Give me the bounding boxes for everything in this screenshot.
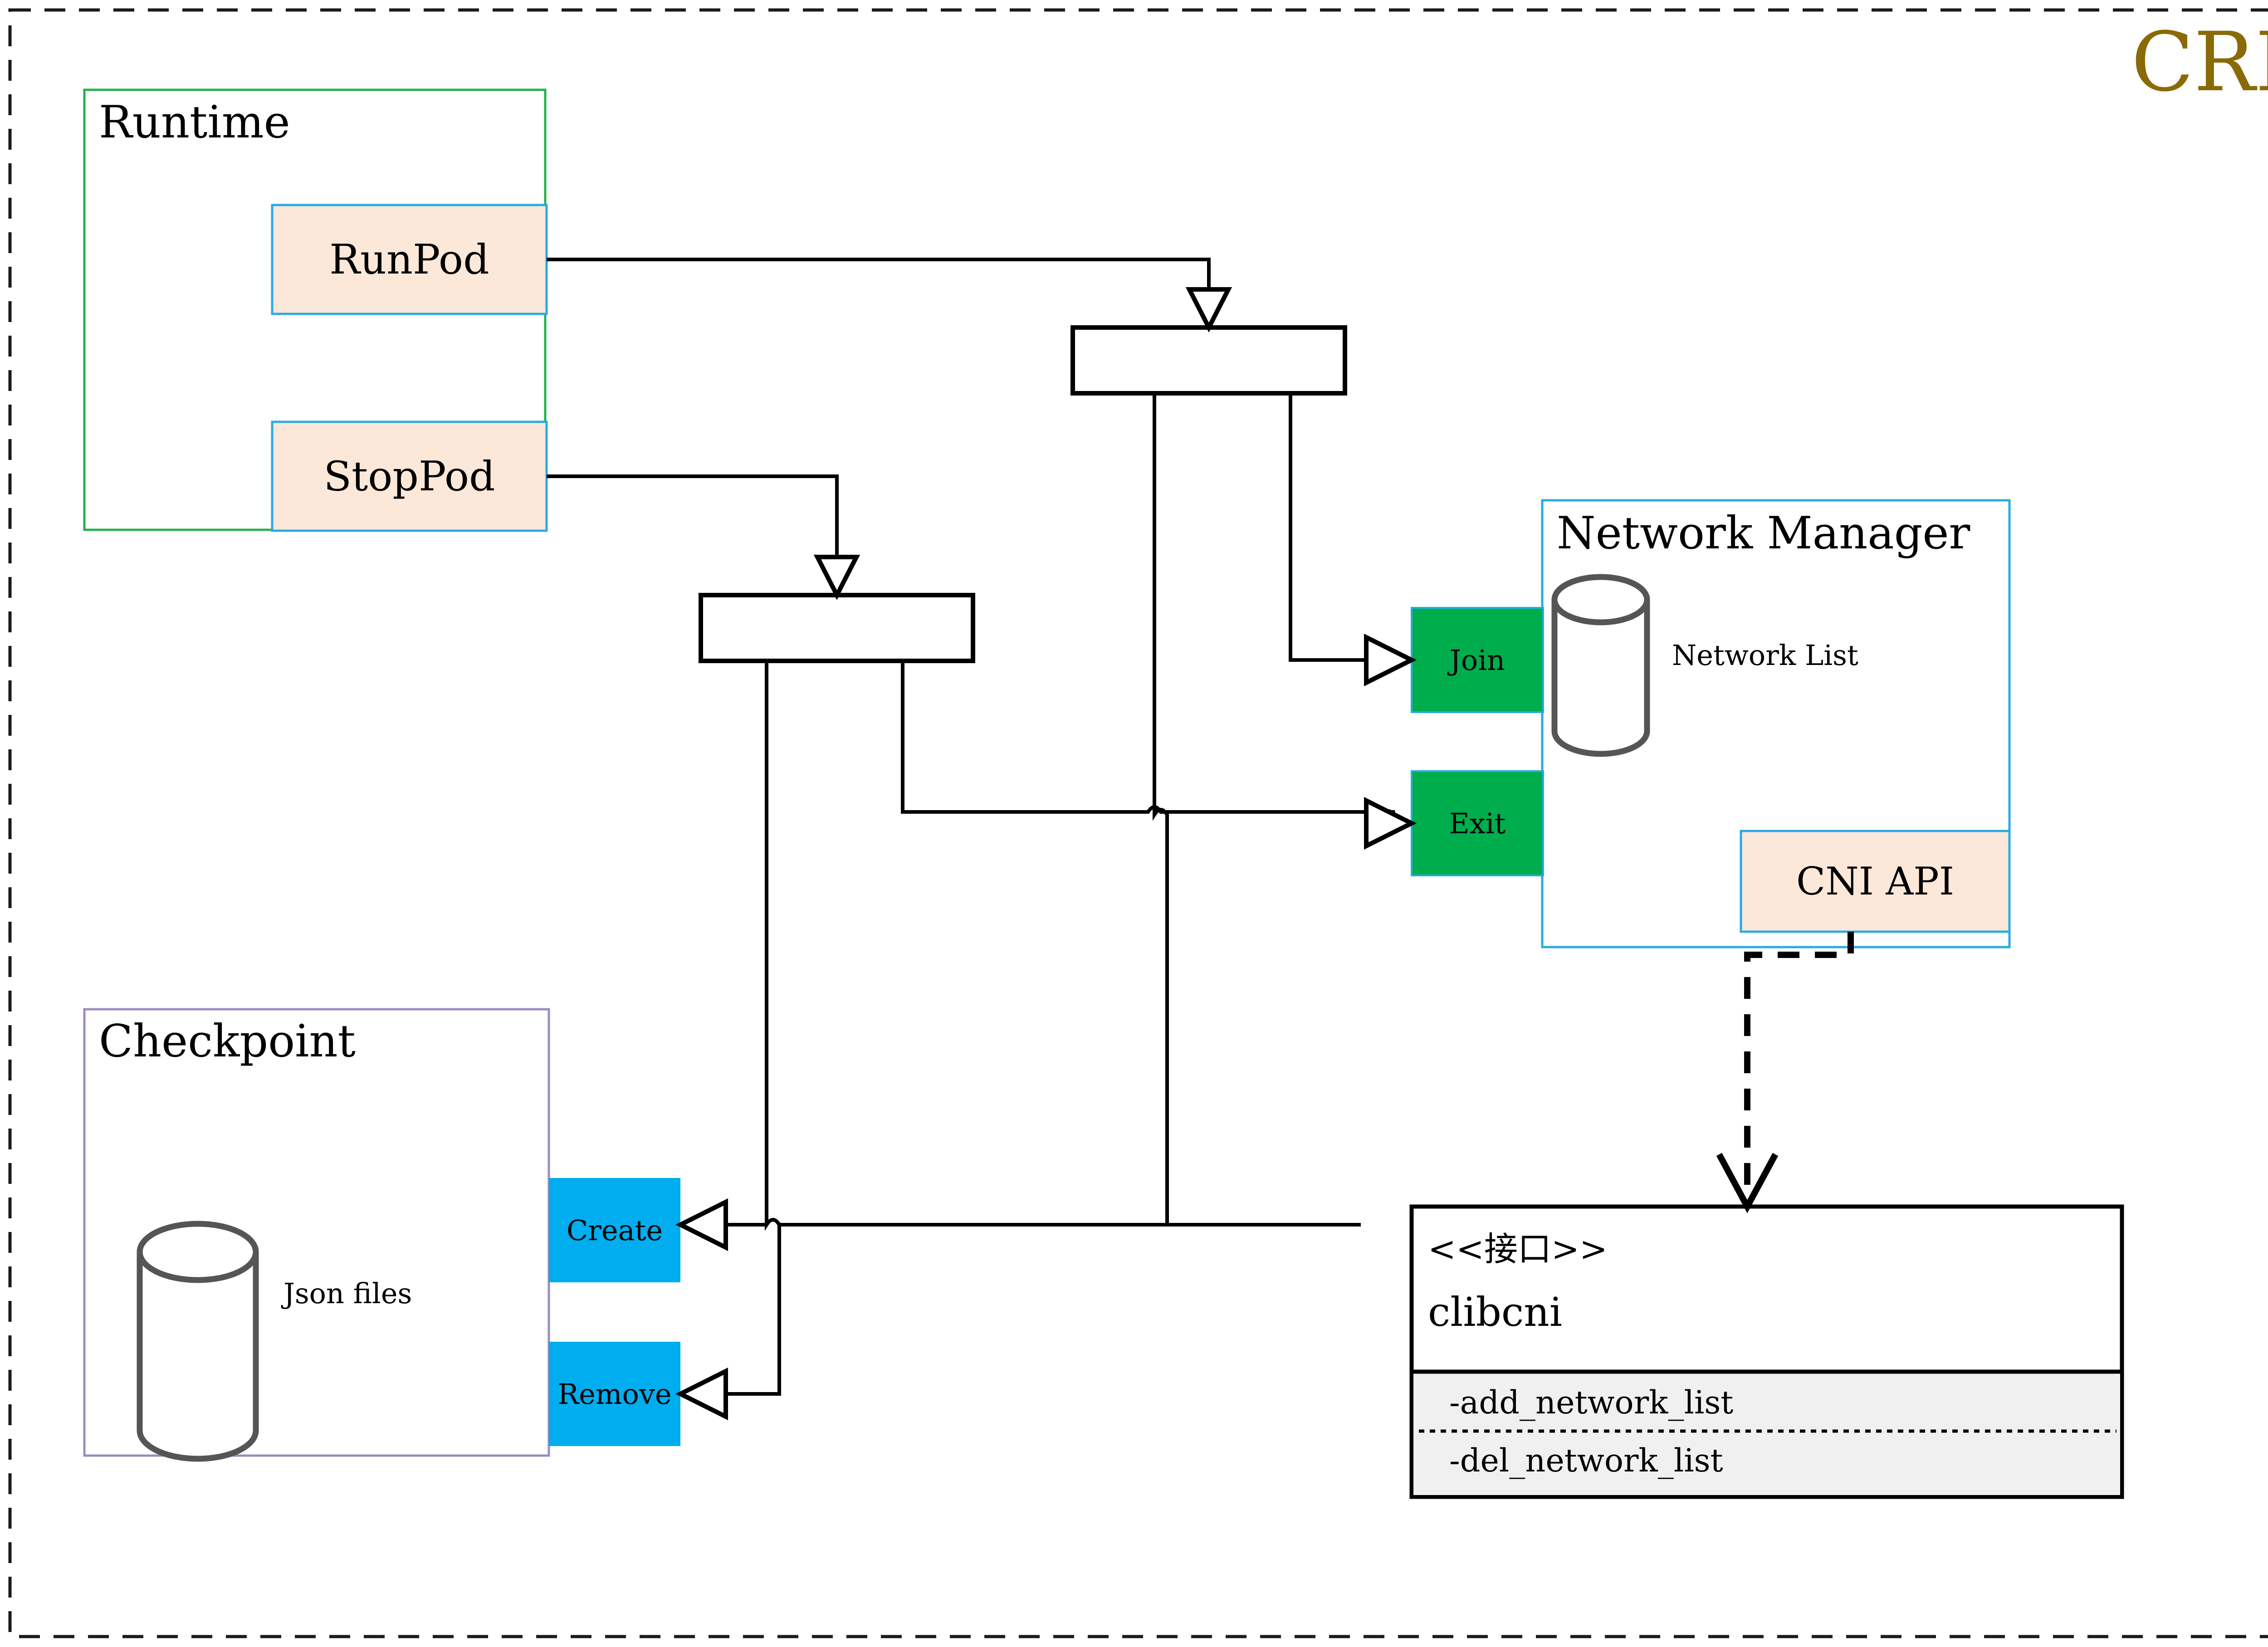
exit-arrowhead [1364,797,1417,850]
edge-fork2-left-to-remove [699,661,781,1394]
network-manager-package-label: Network Manager [1557,508,1970,559]
checkpoint-package-box [83,1008,550,1457]
fork-bar-runpod [1070,325,1347,396]
cni-api-label[interactable]: CNI API [1796,859,1955,904]
edge-fork1-right-to-join [1289,393,1395,660]
join-action-label[interactable]: Join [1450,643,1505,677]
page-title: CRI [2131,15,2268,110]
clibcni-stereotype: <<接口>> [1428,1230,1608,1269]
edge-cniapi-to-clibcni [1744,932,1854,1186]
stoppod-method-label[interactable]: StopPod [323,452,495,500]
create-action-label[interactable]: Create [566,1213,663,1247]
fork-bar-stoppod [699,593,975,663]
join-arrowhead [1364,633,1417,687]
remove-action-label[interactable]: Remove [557,1377,672,1411]
edge-stoppod-to-fork2 [547,474,837,581]
remove-arrowhead [675,1367,728,1421]
edge-fork1-left-leg [1153,393,1361,1227]
json-files-cylinder [137,1221,259,1462]
edge-runpod-to-fork1 [547,258,1209,313]
runtime-package-label: Runtime [99,97,290,148]
checkpoint-package-label: Checkpoint [99,1016,356,1067]
network-list-cylinder [1551,574,1650,757]
clibcni-operation-add: -add_network_list [1449,1384,1734,1421]
clibcni-operation-del: -del_network_list [1449,1442,1723,1479]
edge-to-create [699,1218,1361,1227]
network-list-label: Network List [1672,639,1858,672]
fork2-arrowhead [813,555,860,600]
clibcni-interface-name: clibcni [1428,1289,1563,1335]
realization-arrowhead-open [1716,1153,1779,1213]
json-files-label: Json files [284,1277,412,1310]
exit-action-label[interactable]: Exit [1449,806,1506,840]
runpod-method-label[interactable]: RunPod [329,235,489,283]
create-arrowhead [675,1198,728,1251]
edge-fork2-right-to-exit [901,661,1395,812]
fork1-arrowhead [1185,287,1232,332]
